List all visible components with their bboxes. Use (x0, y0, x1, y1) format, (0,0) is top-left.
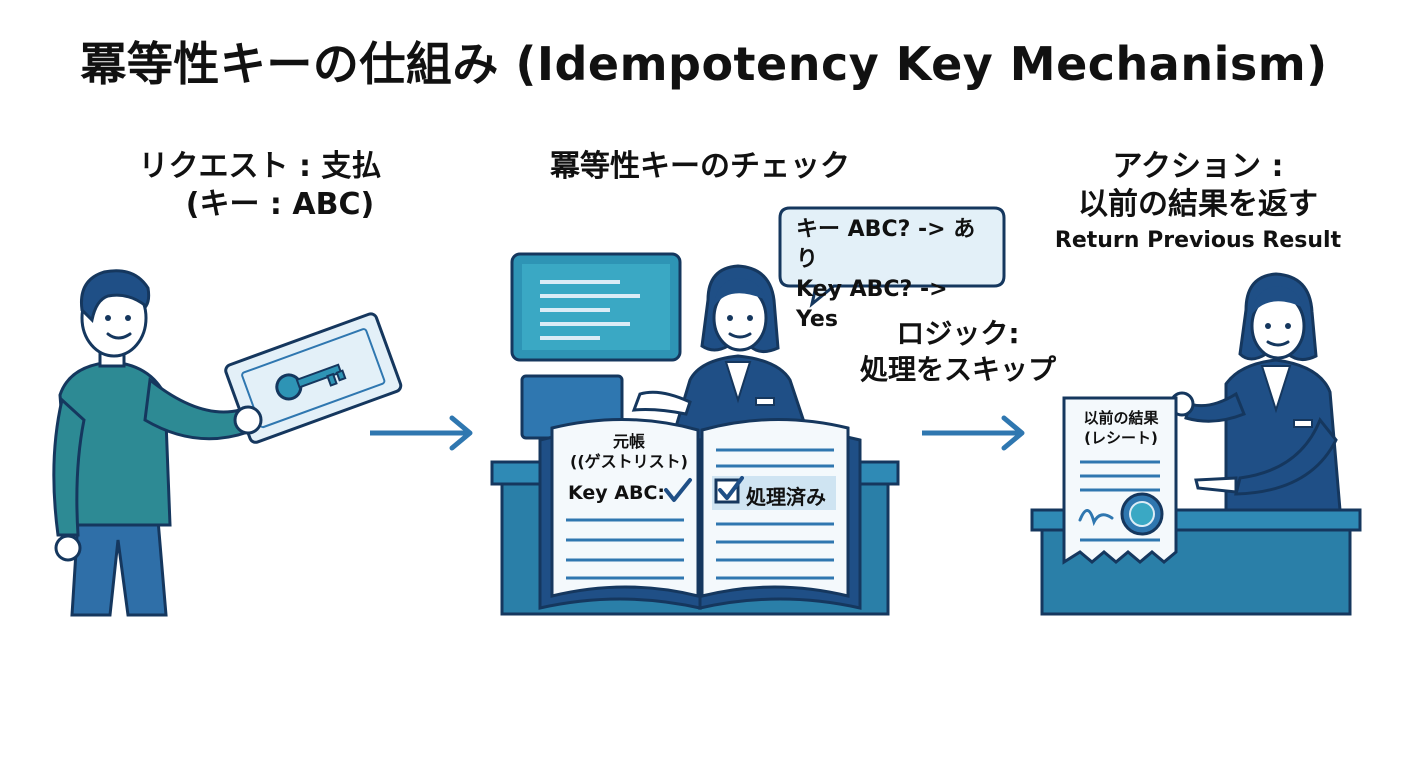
step1-line1: リクエスト : 支払 (100, 148, 420, 186)
seal-icon (1122, 494, 1162, 534)
ledger-title-line1: 元帳 (566, 432, 692, 452)
step3-line1: アクション : (1048, 148, 1348, 186)
step1-line2: (キー : ABC) (100, 186, 420, 224)
logic-line2: 処理をスキップ (858, 352, 1058, 388)
step3-line2: 以前の結果を返す (1048, 186, 1348, 224)
ledger-status-label: 処理済み (746, 481, 826, 510)
step1-caption: リクエスト : 支払 (キー : ABC) (100, 148, 420, 224)
arrow-right-icon (922, 418, 1022, 448)
logic-caption: ロジック: 処理をスキップ (858, 316, 1058, 388)
ledger-title: 元帳 ((ゲストリスト) (566, 432, 692, 472)
customer-figure (54, 271, 248, 615)
ledger-title-line2: ((ゲストリスト) (566, 452, 692, 472)
logic-line1: ロジック: (858, 316, 1058, 352)
receipt-label: 以前の結果 (レシート) (1066, 408, 1176, 448)
receipt-line1: 以前の結果 (1066, 408, 1176, 428)
monitor-icon (512, 254, 680, 360)
page-title: 冪等性キーの仕組み (Idempotency Key Mechanism) (0, 28, 1408, 94)
step3-caption: アクション : 以前の結果を返す (1048, 148, 1348, 224)
step2-heading: 冪等性キーのチェック (520, 148, 880, 186)
arrow-right-icon (370, 418, 470, 448)
bubble-line1: キー ABC? -> あり (796, 215, 996, 275)
checkbox-checked-icon (716, 478, 742, 502)
receipt-line2: (レシート) (1066, 428, 1176, 448)
receptionist-figure (1171, 274, 1340, 510)
ledger-key-label: Key ABC: (568, 482, 665, 504)
step3-line3: Return Previous Result (1048, 228, 1348, 253)
